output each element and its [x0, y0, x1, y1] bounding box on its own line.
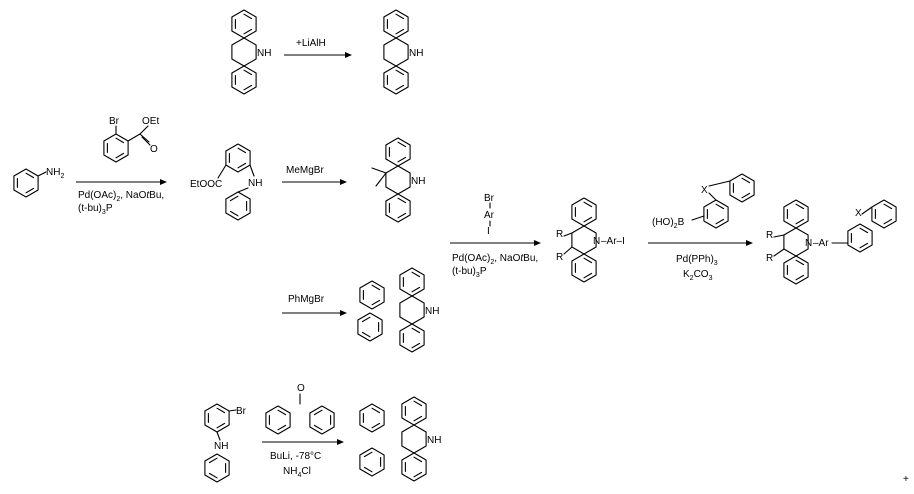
reaction-2-conditions-line2: (t-bu)3P	[78, 203, 113, 216]
ester-group-label: EtOOC	[190, 179, 222, 190]
spiro-fluorene-acridan-molecule: NH	[360, 397, 442, 481]
aniline-molecule: NH2	[14, 167, 65, 197]
dimethyl-acridan-nh-label: NH	[411, 176, 425, 187]
dihydroacridine-molecule: NH	[384, 10, 424, 94]
bromobenzoate-reagent: Br OEt O	[104, 116, 160, 162]
reaction-arrow-4: PhMgBr	[282, 294, 347, 316]
aniline-nh2-label: NH2	[46, 167, 64, 180]
carbonyl-oxygen-label: O	[150, 144, 158, 155]
r-group-label-1: R	[556, 229, 563, 240]
bromo-diphenylamine-nh-label: NH	[214, 441, 228, 452]
reaction-arrow-6: Pd(PPh)3 K2CO3	[648, 240, 753, 282]
bromo-label: Br	[109, 116, 120, 127]
fluorenone-reagent: O	[266, 383, 334, 434]
reaction-5-conditions-line1: Pd(OAc)2, NaOtBu,	[452, 253, 538, 266]
heteroatom-x-label: X	[701, 185, 708, 196]
spiro-acridan-nh-label: NH	[427, 435, 441, 446]
bromo-diphenylamine-molecule: Br NH	[205, 404, 247, 482]
r-group-label-2: R	[556, 252, 563, 263]
ethoxy-label: OEt	[142, 116, 159, 127]
aryl-dihalide-reagent: Br Ar I	[484, 193, 495, 237]
acridan-n-label: N	[593, 236, 600, 247]
boronic-acid-reagent: X (HO)2B	[652, 174, 754, 230]
reaction-5-conditions-line2: (t-bu)3P	[452, 266, 487, 279]
reaction-arrow-7: BuLi, -78°C NH4Cl	[262, 439, 344, 479]
diphenyl-acridan-nh-label: NH	[425, 306, 439, 317]
boronic-acid-label: (HO)2B	[652, 217, 685, 230]
dimethyl-acridan-molecule: NH	[372, 138, 425, 222]
diarylamine-ester-molecule: NH EtOOC	[190, 144, 262, 220]
reaction-6-conditions-line1: Pd(PPh)3	[676, 254, 718, 267]
product-n-label: N	[805, 238, 812, 249]
reaction-7-conditions-line2: NH4Cl	[283, 466, 311, 479]
product-r-label-2: R	[766, 253, 773, 264]
aryl-iodo-label: I	[487, 226, 490, 237]
reaction-4-reagent: PhMgBr	[288, 294, 325, 305]
reaction-arrow-3: MeMgBr	[282, 165, 347, 185]
reaction-arrow-2: Pd(OAc)2, NaOtBu, (t-bu)3P	[76, 179, 167, 216]
acridine-molecule: NH	[232, 10, 272, 94]
n-ar-i-chain-label: –Ar–I	[601, 236, 625, 247]
reaction-2-conditions-line1: Pd(OAc)2, NaOtBu,	[78, 190, 164, 203]
reaction-6-conditions-line2: K2CO3	[683, 269, 713, 282]
reaction-3-reagent: MeMgBr	[286, 165, 324, 176]
final-product-molecule: R R N –Ar X	[766, 200, 896, 284]
aryl-ar-label: Ar	[484, 210, 495, 221]
reaction-arrow-1: +LiAlH	[284, 38, 352, 58]
n-aryl-iodide-acridan-molecule: R R N –Ar–I	[556, 198, 625, 282]
product-n-ar-label: –Ar	[813, 238, 829, 249]
reaction-arrow-5: Pd(OAc)2, NaOtBu, (t-bu)3P	[450, 240, 541, 279]
product-x-label: X	[855, 208, 862, 219]
acridine-nh-label: NH	[257, 48, 271, 59]
bromo-label-2: Br	[236, 406, 247, 417]
stray-plus-mark: +	[903, 474, 909, 485]
aryl-bromo-label: Br	[484, 193, 495, 204]
reaction-1-reagent: +LiAlH	[296, 38, 326, 49]
product-r-label-1: R	[766, 230, 773, 241]
fluorenone-oxygen-label: O	[297, 383, 305, 394]
dihydroacridine-nh-label: NH	[409, 48, 423, 59]
reaction-7-conditions-line1: BuLi, -78°C	[270, 451, 321, 462]
diarylamine-nh-label: NH	[248, 178, 262, 189]
diphenyl-acridan-molecule: NH	[358, 268, 440, 352]
